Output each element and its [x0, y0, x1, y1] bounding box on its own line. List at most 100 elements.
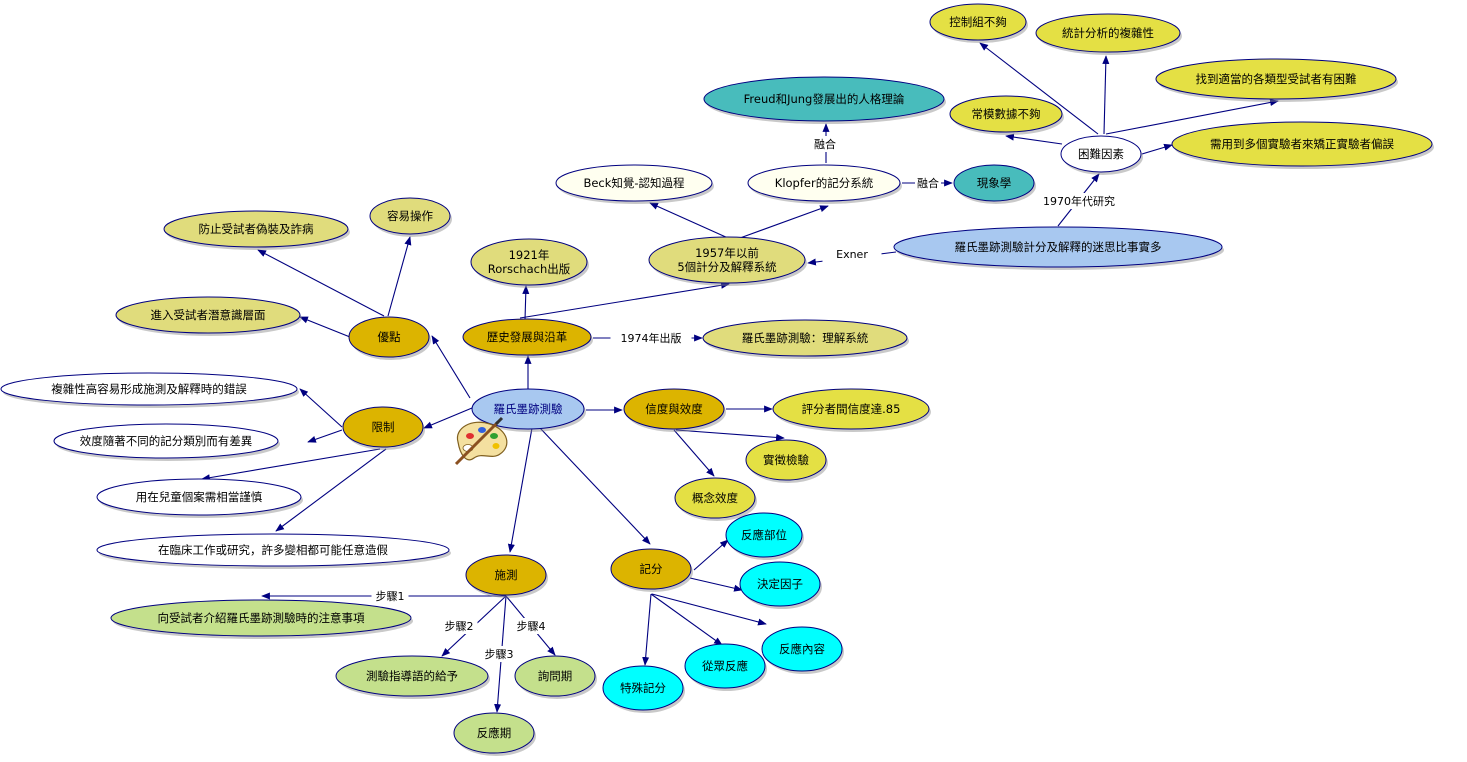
node-shape [623, 388, 725, 430]
edge-limits-to-l3 [201, 448, 381, 482]
node-label: 從眾反應 [702, 659, 748, 673]
node-shape [684, 643, 766, 689]
node-exnerbook[interactable]: 羅氏墨跡測驗計分及解釋的迷思比事實多 [893, 226, 1224, 270]
node-l2[interactable]: 效度隨著不同的記分類別而有差異 [53, 423, 280, 461]
edge-difficulty-to-subjects [1105, 99, 1279, 135]
node-label: 效度隨著不同的記分類別而有差異 [80, 434, 253, 448]
node-label: Klopfer的記分系統 [775, 176, 874, 190]
node-shape [342, 406, 424, 448]
node-l3[interactable]: 用在兒童個案需相當謹慎 [96, 478, 303, 518]
node-label: Freud和Jung發展出的人格理論 [744, 92, 905, 106]
node-subjects[interactable]: 找到適當的各類型受試者有困難 [1155, 58, 1398, 102]
node-reliab[interactable]: 信度與效度 [623, 388, 726, 432]
edge-y1957-to-klopfer [739, 205, 829, 239]
node-label: 優點 [378, 330, 401, 344]
edge-label-exnerbook-to-y1957: Exner [836, 248, 868, 261]
node-shape [703, 76, 945, 122]
node-understand[interactable]: 羅氏墨跡測驗：理解系統 [702, 319, 909, 359]
node-s2[interactable]: 決定因子 [739, 561, 822, 609]
node-shape [335, 655, 489, 697]
node-label: 現象學 [977, 176, 1012, 190]
edge-center-to-merits [431, 335, 471, 399]
node-history[interactable]: 歷史發展與沿革 [462, 318, 593, 358]
node-label: 控制組不夠 [949, 15, 1007, 29]
edge-limits-to-l1 [299, 388, 343, 428]
edge-y1957-to-beck [649, 202, 729, 239]
node-shape [53, 423, 279, 459]
node-a4[interactable]: 詢問期 [514, 655, 597, 699]
edge-label-bg [480, 646, 518, 662]
node-label: Beck知覺-認知過程 [583, 176, 685, 190]
node-shape [115, 296, 301, 334]
node-shape [555, 164, 713, 202]
node-stats[interactable]: 統計分析的複雜性 [1035, 13, 1182, 55]
node-r2[interactable]: 實徵檢驗 [745, 439, 828, 483]
node-label: 限制 [372, 420, 395, 434]
node-examiners[interactable]: 需用到多個實驗者來矯正實驗者偏誤 [1171, 121, 1434, 169]
edge-difficulty-to-norms [1005, 133, 1063, 145]
node-label: 複雜性高容易形成施測及解釋時的錯誤 [51, 382, 247, 396]
node-label: 在臨床工作或研究，許多變相都可能任意造假 [158, 543, 388, 557]
node-norms[interactable]: 常模數據不夠 [949, 95, 1064, 135]
node-a2[interactable]: 測驗指導語的給予 [335, 655, 490, 699]
edge-scoring-to-s1 [693, 539, 729, 571]
node-shape [470, 238, 588, 286]
node-s5[interactable]: 特殊記分 [602, 665, 685, 713]
node-a3[interactable]: 反應期 [453, 712, 536, 756]
edge-merits-to-m3 [299, 316, 351, 338]
node-shape [163, 210, 349, 248]
edge-reliab-to-r2 [675, 429, 785, 441]
node-label: 評分者間信度達.85 [802, 402, 901, 416]
node-s3[interactable]: 反應內容 [761, 626, 844, 674]
node-label: 需用到多個實驗者來矯正實驗者偏誤 [1210, 137, 1394, 151]
node-klopfer[interactable]: Klopfer的記分系統 [747, 164, 902, 204]
node-m1[interactable]: 防止受試者偽裝及詐病 [163, 210, 350, 250]
node-label: 決定因子 [757, 577, 803, 591]
node-merits[interactable]: 優點 [348, 316, 431, 360]
node-shape [761, 626, 843, 672]
node-shape [949, 95, 1063, 133]
edge-label-admin-to-a2: 步驟2 [445, 620, 474, 633]
node-shape [702, 319, 908, 357]
node-shape [648, 236, 806, 284]
node-s1[interactable]: 反應部位 [725, 512, 804, 560]
node-label: 統計分析的複雜性 [1062, 26, 1154, 40]
node-shape [110, 599, 412, 637]
edge-limits-to-l4 [275, 448, 387, 532]
node-label: 羅氏墨跡測驗：理解系統 [742, 331, 869, 345]
edge-merits-to-m2 [387, 236, 412, 317]
node-shape [674, 477, 756, 519]
node-beck[interactable]: Beck知覺-認知過程 [555, 164, 714, 204]
node-m2[interactable]: 容易操作 [369, 197, 452, 237]
node-l1[interactable]: 複雜性高容易形成施測及解釋時的錯誤 [0, 372, 299, 408]
node-center[interactable]: 羅氏墨跡測驗 [471, 388, 586, 432]
edge-label-bg [610, 330, 692, 346]
node-r1[interactable]: 評分者間信度達.85 [772, 388, 931, 432]
edge-label-bg [822, 246, 882, 262]
node-shape [96, 533, 450, 567]
node-shape [739, 561, 821, 607]
edge-center-to-scoring [539, 427, 651, 545]
node-scoring[interactable]: 記分 [610, 548, 693, 592]
node-l4[interactable]: 在臨床工作或研究，許多變相都可能任意造假 [96, 533, 451, 569]
node-label: 羅氏墨跡測驗計分及解釋的迷思比事實多 [955, 240, 1162, 254]
node-freud[interactable]: Freud和Jung發展出的人格理論 [703, 76, 946, 124]
node-control[interactable]: 控制組不夠 [929, 3, 1028, 43]
edge-label-bg [812, 136, 838, 152]
node-limits[interactable]: 限制 [342, 406, 425, 450]
node-shape [1155, 58, 1397, 100]
node-phenom[interactable]: 現象學 [953, 164, 1036, 204]
node-shape [610, 548, 692, 590]
node-difficulty[interactable]: 困難因素 [1060, 135, 1143, 175]
edge-label-admin-to-a4: 步驟4 [517, 620, 546, 633]
node-a1[interactable]: 向受試者介紹羅氏墨跡測驗時的注意事項 [110, 599, 413, 639]
edge-label-bg [440, 618, 478, 634]
node-m3[interactable]: 進入受試者潛意識層面 [115, 296, 302, 336]
node-shape [1060, 135, 1142, 173]
node-admin[interactable]: 施測 [465, 554, 548, 598]
node-r3[interactable]: 概念效度 [674, 477, 757, 521]
node-label: 反應內容 [779, 642, 825, 656]
node-s4[interactable]: 從眾反應 [684, 643, 767, 691]
